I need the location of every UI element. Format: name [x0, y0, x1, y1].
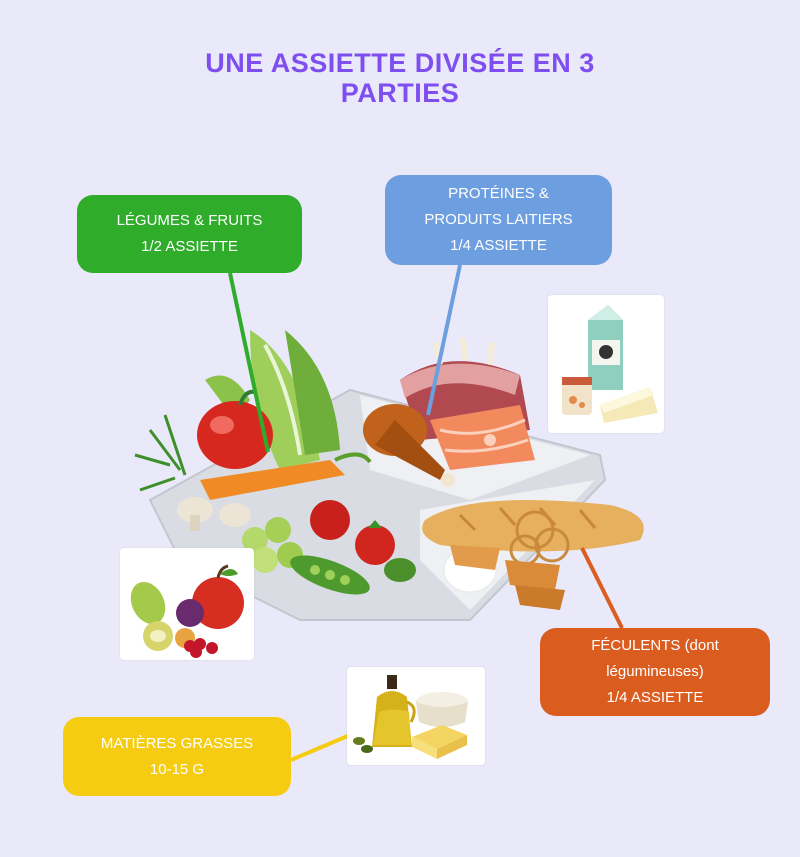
- oil-butter-icon: [353, 675, 468, 759]
- title-line-1: UNE ASSIETTE DIVISÉE EN 3: [205, 48, 595, 78]
- label-proteins-line-1: PROTÉINES &: [448, 185, 549, 202]
- fruits-icon: [130, 564, 244, 658]
- starches-illustration: [422, 500, 644, 610]
- label-fats-line-2: 10-15 G: [149, 760, 205, 778]
- label-fats-line-1: MATIÈRES GRASSES: [100, 734, 254, 752]
- label-starches-line-1: FÉCULENTS (dont: [591, 637, 719, 654]
- label-starches-line-2: légumineuses): [606, 663, 704, 680]
- title-line-2: PARTIES: [340, 78, 460, 108]
- label-vegetables-line-2: 1/2 ASSIETTE: [141, 238, 238, 255]
- label-starches: FÉCULENTS (dont légumineuses) 1/4 ASSIET…: [540, 628, 770, 716]
- dairy-card: [548, 295, 664, 433]
- page-title: UNE ASSIETTE DIVISÉE EN 3 PARTIES: [0, 48, 800, 108]
- proteins-illustration: [363, 337, 535, 487]
- fats-card: [347, 667, 485, 765]
- dairy-icon: [562, 305, 658, 423]
- label-vegetables: LÉGUMES & FRUITS 1/2 ASSIETTE: [77, 195, 302, 273]
- label-vegetables-line-1: LÉGUMES & FRUITS: [116, 212, 263, 229]
- vegetables-illustration: [134, 330, 416, 595]
- label-proteins-line-3: 1/4 ASSIETTE: [450, 237, 547, 254]
- fruits-card: [120, 548, 254, 660]
- connector-lines: [228, 264, 624, 762]
- label-starches-line-3: 1/4 ASSIETTE: [606, 689, 704, 706]
- label-proteins-line-2: PRODUITS LAITIERS: [424, 211, 573, 228]
- label-fats: MATIÈRES GRASSES 10-15 G: [63, 717, 291, 796]
- label-proteins: PROTÉINES & PRODUITS LAITIERS 1/4 ASSIET…: [385, 175, 612, 265]
